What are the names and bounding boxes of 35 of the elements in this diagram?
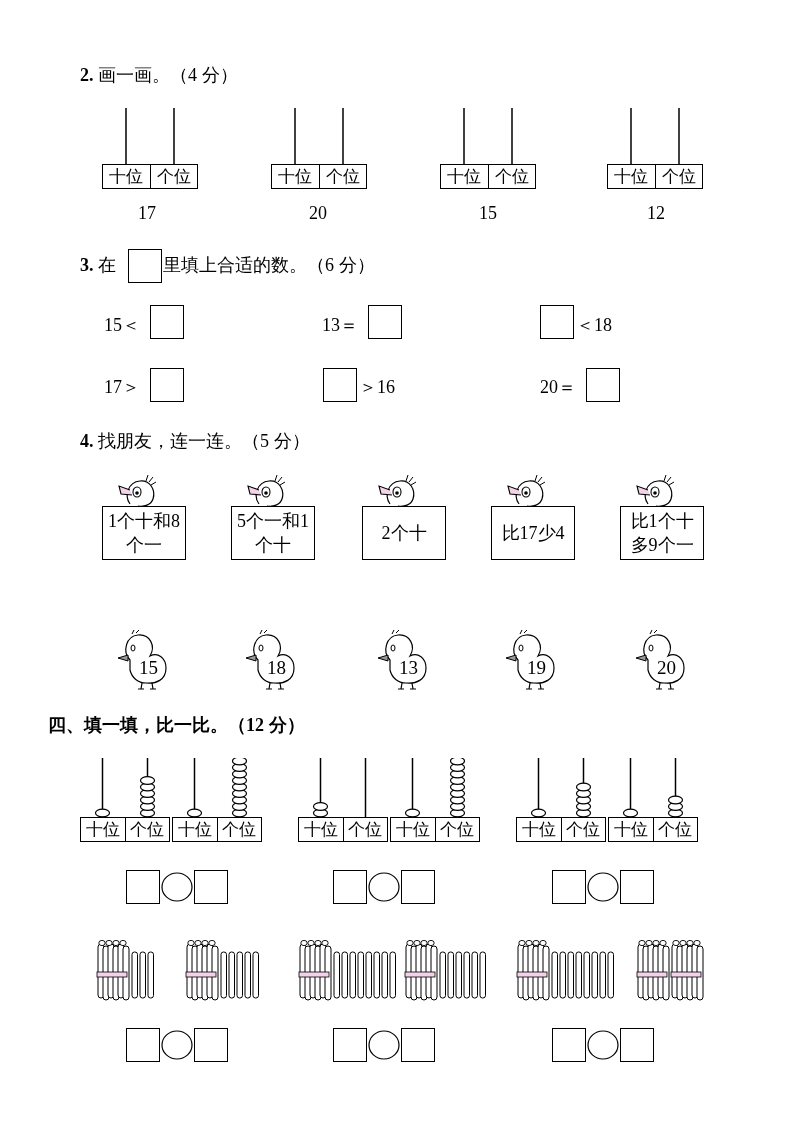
number-label: 15 <box>478 202 498 225</box>
place-value-label: 十位 <box>173 818 218 841</box>
place-value-label: 个位 <box>657 819 694 841</box>
comparison-expression: 17＞ <box>104 376 140 399</box>
section-heading: 四、填一填，比一比。（12 分） <box>48 714 305 737</box>
comparison-expression: 20＝ <box>540 376 576 399</box>
comparison-expression: 15＜ <box>104 314 140 337</box>
place-value-label: 十位 <box>391 818 436 841</box>
place-value-label: 个位 <box>347 819 384 841</box>
place-value-label: 个位 <box>493 166 530 188</box>
place-value-label: 十位 <box>517 818 562 841</box>
number-label: 12 <box>646 202 666 225</box>
place-value-label: 个位 <box>129 819 166 841</box>
question-heading: 3. 在 <box>80 254 116 277</box>
place-value-label: 个位 <box>565 819 602 841</box>
question-heading: 4. 找朋友，连一连。（5 分） <box>80 430 310 453</box>
place-value-label: 个位 <box>660 166 697 188</box>
place-value-label: 十位 <box>81 818 126 841</box>
place-value-label: 十位 <box>272 165 320 188</box>
comparison-expression: 13＝ <box>322 314 358 337</box>
place-value-label: 个位 <box>221 819 258 841</box>
place-value-label: 十位 <box>103 165 151 188</box>
number-label: 17 <box>137 202 157 225</box>
place-value-label: 个位 <box>155 166 192 188</box>
place-value-label: 十位 <box>441 165 489 188</box>
place-value-label: 十位 <box>608 165 656 188</box>
comparison-expression: ＞16 <box>359 376 395 399</box>
comparison-expression: ＜18 <box>576 314 612 337</box>
question-heading: 2. 画一画。（4 分） <box>80 64 238 87</box>
number-label: 20 <box>308 202 328 225</box>
place-value-label: 十位 <box>299 818 344 841</box>
question-heading: 里填上合适的数。（6 分） <box>163 254 375 277</box>
place-value-label: 个位 <box>324 166 361 188</box>
place-value-label: 个位 <box>439 819 476 841</box>
place-value-label: 十位 <box>609 818 654 841</box>
